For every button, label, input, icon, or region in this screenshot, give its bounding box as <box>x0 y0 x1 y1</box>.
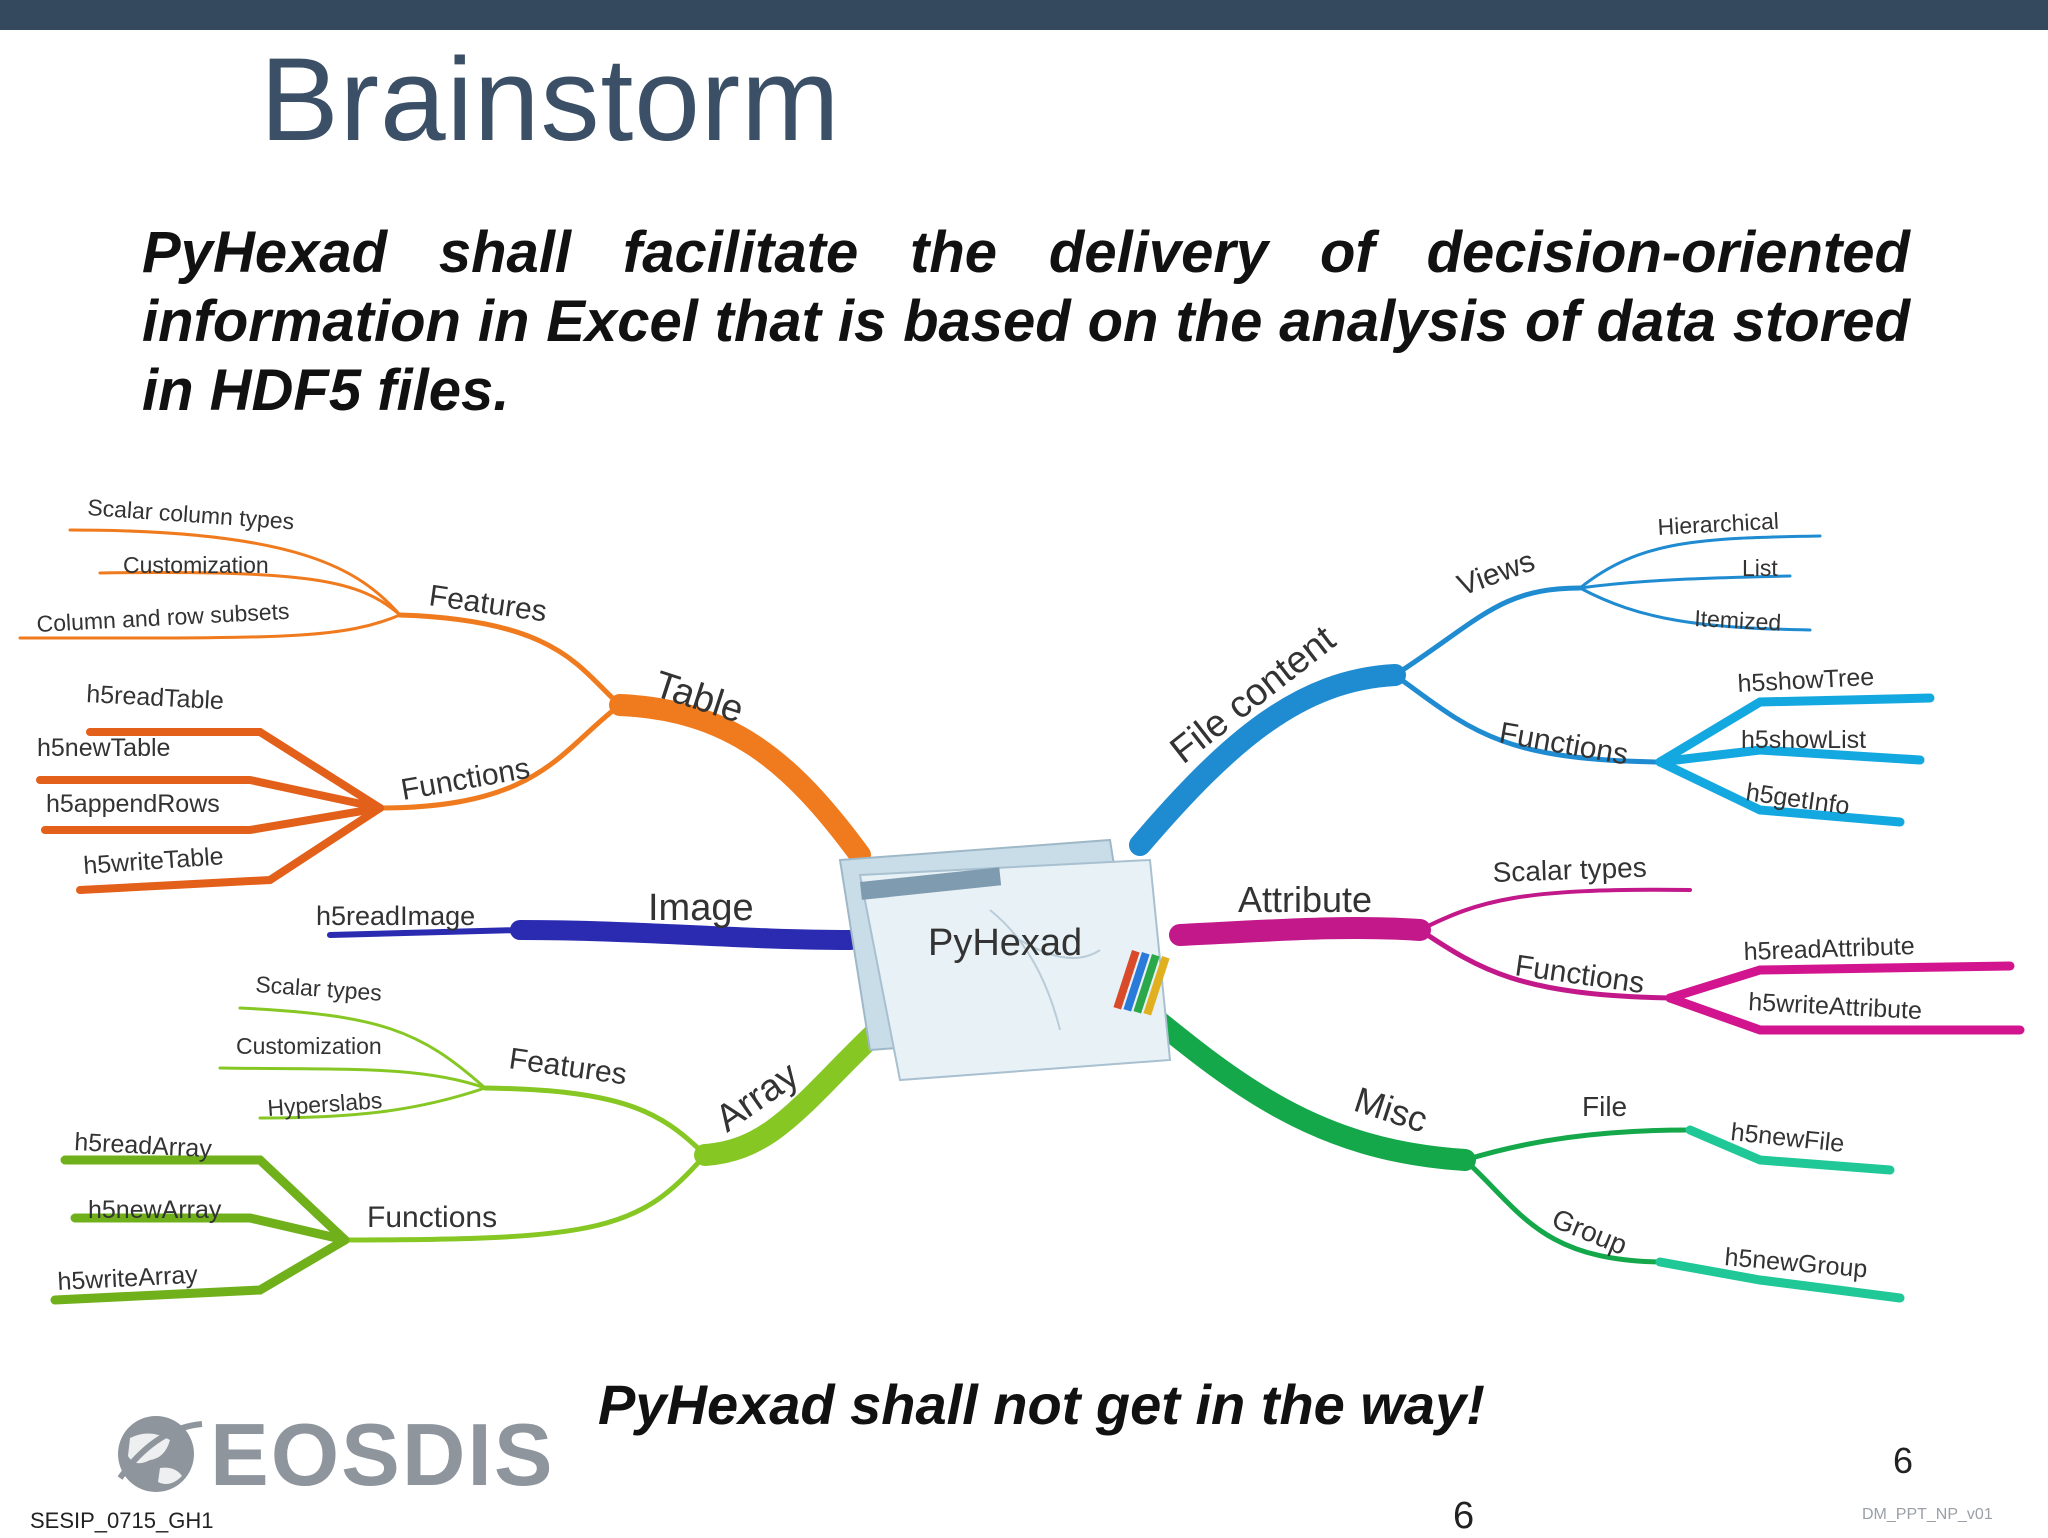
misc-file-label: File <box>1582 1091 1627 1122</box>
center-folder-front <box>858 858 1172 1082</box>
table-main-line <box>609 694 871 866</box>
array-feature-item: Scalar types <box>255 971 383 1006</box>
globe-icon <box>117 1416 203 1492</box>
table-feature-item: Column and row subsets <box>36 598 290 637</box>
center-node: PyHexad <box>838 838 1172 1082</box>
page-number-bottom: 6 <box>1453 1495 1475 1537</box>
array-function-item: h5newArray <box>88 1196 222 1224</box>
file-content-view-item: Hierarchical <box>1657 508 1780 540</box>
table-function-item: h5newTable <box>37 734 170 762</box>
table-features-label: Features <box>427 579 549 628</box>
attribute-label: Attribute <box>1238 879 1372 920</box>
array-feature-item: Customization <box>236 1033 382 1059</box>
page-number: 6 <box>1893 1440 1914 1481</box>
mind-map: Table Features Scalar column types Custo… <box>18 494 2025 1305</box>
attribute-function-item: h5readAttribute <box>1743 932 1915 966</box>
slide-title: Brainstorm <box>260 34 841 166</box>
file-content-branch <box>1129 534 1935 856</box>
table-function-item: h5readTable <box>86 680 225 715</box>
table-function-item: h5appendRows <box>46 790 220 818</box>
array-feature-item: Hyperslabs <box>267 1087 384 1121</box>
table-function-item: h5writeTable <box>82 842 224 880</box>
attribute-function-item: h5writeAttribute <box>1748 988 1923 1025</box>
footer-code: SESIP_0715_GH1 <box>30 1508 214 1533</box>
array-functions-label: Functions <box>367 1201 497 1234</box>
file-content-function-item: h5showTree <box>1737 663 1875 698</box>
image-label: Image <box>648 887 754 929</box>
file-content-functions-label: Functions <box>1497 716 1631 771</box>
file-content-view-item: List <box>1742 555 1778 581</box>
slide-statement: PyHexad shall facilitate the delivery of… <box>142 220 1910 423</box>
top-bar <box>0 0 2048 30</box>
array-features-label: Features <box>507 1042 629 1091</box>
eosdis-logo <box>117 1416 203 1492</box>
tagline: PyHexad shall not get in the way! <box>598 1373 1485 1436</box>
image-function-item: h5readImage <box>316 901 475 931</box>
image-branch <box>327 920 860 950</box>
attribute-branch <box>1169 887 2025 1035</box>
file-content-function-item: h5showList <box>1741 726 1866 754</box>
table-feature-item: Customization <box>123 552 269 578</box>
eosdis-logo-text: EOSDIS <box>210 1405 555 1504</box>
table-branch <box>18 528 871 894</box>
footer-template-id: DM_PPT_NP_v01 <box>1862 1506 1993 1523</box>
table-feature-item: Scalar column types <box>87 494 295 534</box>
pencils-icon <box>1113 950 1170 1016</box>
attribute-scalar-types: Scalar types <box>1492 852 1647 888</box>
center-label: PyHexad <box>928 922 1082 964</box>
file-content-view-item: Itemized <box>1694 605 1782 636</box>
